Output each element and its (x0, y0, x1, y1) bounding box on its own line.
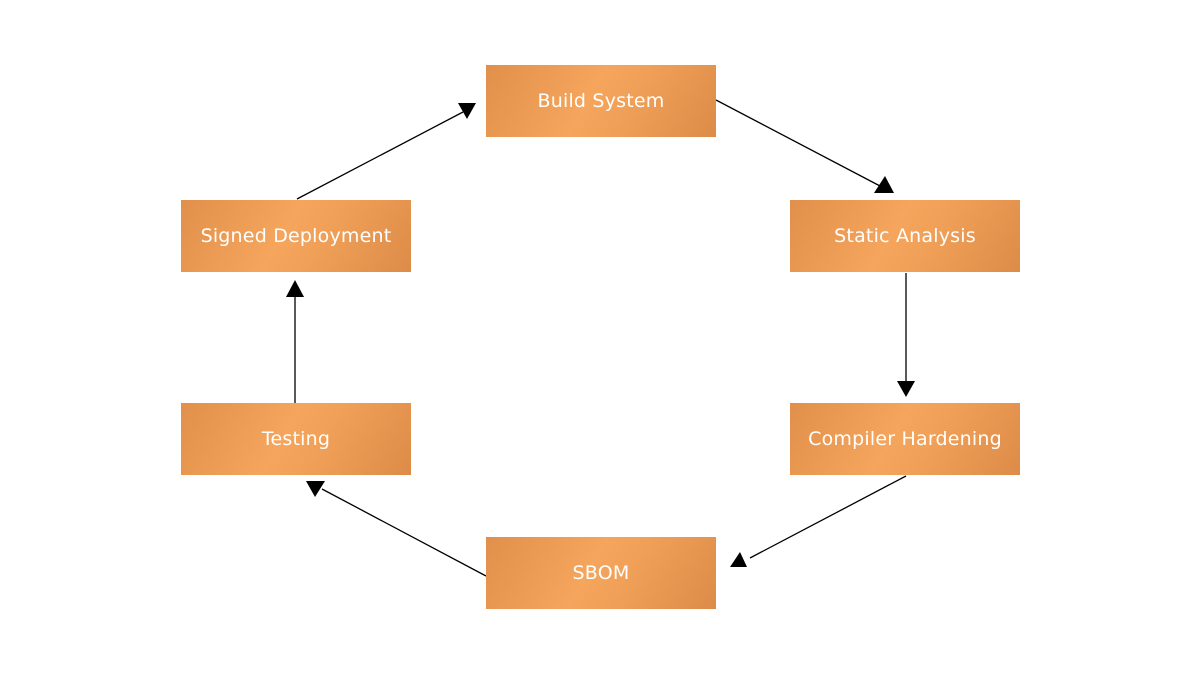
edge-signed-to-build (296, 111, 464, 200)
arrowhead-compiler (897, 381, 915, 397)
arrowhead-static (874, 176, 894, 193)
node-label: Signed Deployment (200, 225, 392, 247)
node-label: Static Analysis (834, 225, 976, 247)
node-compiler-hardening: Compiler Hardening (790, 403, 1020, 475)
edge-compiler-to-sbom (749, 475, 907, 559)
arrowhead-build (458, 103, 476, 119)
node-label: Build System (537, 90, 665, 112)
arrowhead-testing (306, 481, 325, 497)
edge-build-to-static (715, 99, 881, 187)
node-signed-deployment: Signed Deployment (181, 200, 411, 272)
arrowhead-signed (286, 280, 304, 297)
node-label: Compiler Hardening (808, 428, 1002, 450)
node-testing: Testing (181, 403, 411, 475)
arrowhead-sbom (730, 552, 747, 567)
node-label: SBOM (572, 562, 630, 584)
edge-sbom-to-testing (321, 488, 487, 577)
node-static-analysis: Static Analysis (790, 200, 1020, 272)
node-label: Testing (261, 428, 331, 450)
node-sbom: SBOM (486, 537, 716, 609)
node-build-system: Build System (486, 65, 716, 137)
